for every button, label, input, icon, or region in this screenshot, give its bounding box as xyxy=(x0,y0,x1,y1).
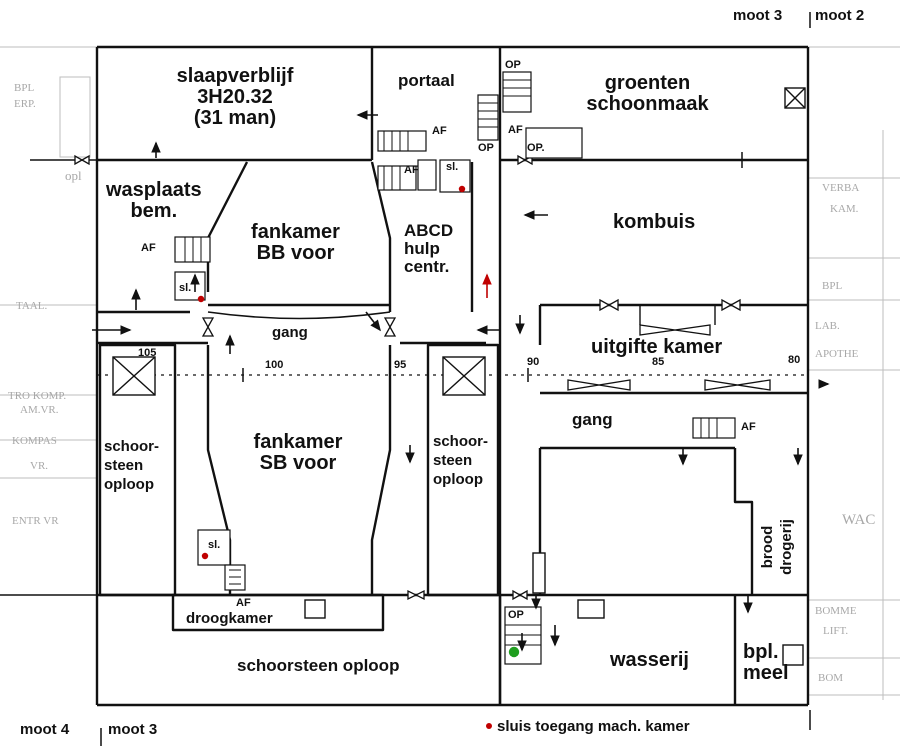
frame-80: 80 xyxy=(788,354,801,366)
room-wasplaats-line2: bem. xyxy=(130,200,178,222)
af-label: AF xyxy=(404,164,419,176)
valves xyxy=(74,154,771,601)
room-fankamer-sb-voor: fankamer SB voor xyxy=(238,432,358,474)
room-groenten-line1: groenten xyxy=(604,72,691,94)
faint-label: KOMPAS xyxy=(12,435,57,447)
corridor-gang-top: gang xyxy=(272,324,308,341)
room-fankamer-bb-line1: fankamer xyxy=(251,221,340,243)
room-brood-drogerij: brood drogerij xyxy=(758,492,796,602)
ventilation-lines xyxy=(0,159,808,596)
room-abcd-line2: hulp xyxy=(404,238,440,258)
frame-95: 95 xyxy=(394,359,407,371)
op-label: OP xyxy=(478,142,494,154)
frame-100: 100 xyxy=(265,359,284,371)
room-fankamer-bb-line2: BB voor xyxy=(256,242,335,264)
room-abcd-hulp-centr: ABCD hulp centr. xyxy=(404,222,453,276)
frame-85: 85 xyxy=(652,356,665,368)
shafts xyxy=(112,87,806,666)
af-label: AF xyxy=(508,124,523,136)
faint-label: WAC xyxy=(842,512,876,528)
corridor-gang-right: gang xyxy=(572,410,613,429)
faint-label: VERBA xyxy=(822,182,860,194)
sl-label: sl. xyxy=(208,539,221,551)
faint-label: APOTHE xyxy=(815,348,859,360)
room-portaal: portaal xyxy=(398,71,455,90)
room-fankamer-bb-voor: fankamer BB voor xyxy=(238,222,353,264)
op-label: OP xyxy=(505,59,521,71)
room-bpl-meel: bpl. meel xyxy=(743,642,789,684)
room-abcd-line1: ABCD xyxy=(404,221,454,240)
room-schoorsteen-oploop-bottom: schoorsteen oploop xyxy=(237,656,400,675)
room-brood-line1: brood xyxy=(759,525,776,569)
room-slaapverblijf-line1: slaapverblijf xyxy=(176,65,294,87)
room-wasplaats-line1: wasplaats xyxy=(106,179,202,201)
room-schoorsteen-left-line3: oploop xyxy=(104,476,154,493)
faint-label: BPL xyxy=(14,82,35,94)
room-slaapverblijf-line3: (31 man) xyxy=(193,107,277,129)
legend-text: sluis toegang mach. kamer xyxy=(497,718,690,735)
room-bpl-meel-line1: bpl. xyxy=(743,641,779,663)
moot-label-bottom-left-b: moot 3 xyxy=(108,721,158,738)
room-brood-line2: drogerij xyxy=(778,519,795,575)
moot-label-bottom-left: moot 4 xyxy=(20,721,70,738)
frame-ticks xyxy=(100,12,811,746)
moot-label-top-right: moot 3 xyxy=(733,7,783,24)
sluis-dots xyxy=(197,185,520,658)
gang-curve xyxy=(207,311,391,320)
af-label: AF xyxy=(741,421,756,433)
room-schoorsteen-mid: schoor- steen oploop xyxy=(433,432,488,489)
room-uitgifte-kamer: uitgifte kamer xyxy=(591,336,723,358)
sl-label: sl. xyxy=(446,161,459,173)
room-wasserij: wasserij xyxy=(610,649,689,671)
op-label: OP xyxy=(508,609,524,621)
room-fankamer-sb-line1: fankamer xyxy=(253,431,343,453)
sl-label: sl. xyxy=(179,282,192,294)
room-slaapverblijf-line2: 3H20.32 xyxy=(197,86,273,108)
faint-label: KAM. xyxy=(830,203,859,215)
room-schoorsteen-left: schoor- steen oploop xyxy=(104,437,159,494)
faint-label: BOM xyxy=(818,672,844,684)
op-label: OP. xyxy=(527,142,545,154)
flow-arrows xyxy=(92,110,830,652)
room-groenten-schoonmaak: groenten schoonmaak xyxy=(585,73,710,115)
legend-dot-icon xyxy=(486,723,492,730)
room-kombuis: kombuis xyxy=(613,211,696,233)
faint-label: TRO KOMP. xyxy=(8,390,67,402)
stairs xyxy=(174,71,736,665)
faint-label: VR. xyxy=(30,460,49,472)
faint-label: BOMME xyxy=(815,605,857,617)
room-groenten-line2: schoonmaak xyxy=(586,93,709,115)
room-abcd-line3: centr. xyxy=(404,256,450,276)
room-slaapverblijf: slaapverblijf 3H20.32 (31 man) xyxy=(160,66,310,129)
room-fankamer-sb-line2: SB voor xyxy=(259,452,337,474)
room-bpl-meel-line2: meel xyxy=(743,662,789,684)
af-label: AF xyxy=(236,597,251,609)
faint-label: LIFT. xyxy=(823,625,849,637)
room-schoorsteen-mid-line1: schoor- xyxy=(433,433,489,450)
faint-background-lines xyxy=(0,46,900,700)
faint-label: BPL xyxy=(822,280,843,292)
room-schoorsteen-left-line1: schoor- xyxy=(104,438,160,455)
room-schoorsteen-mid-line3: oploop xyxy=(433,471,483,488)
frame-105: 105 xyxy=(138,347,157,359)
faint-label: TAAL. xyxy=(16,300,48,312)
faint-label: AM.VR. xyxy=(20,404,59,416)
opl-label: opl xyxy=(65,168,82,183)
af-label: AF xyxy=(141,242,156,254)
room-wasplaats: wasplaats bem. xyxy=(106,180,202,222)
room-schoorsteen-left-line2: steen xyxy=(104,457,144,474)
af-label: AF xyxy=(432,125,447,137)
room-schoorsteen-mid-line2: steen xyxy=(433,452,473,469)
faint-label: ERP. xyxy=(14,98,36,110)
faint-label: LAB. xyxy=(815,320,840,332)
moot-label-top-right-b: moot 2 xyxy=(815,7,865,24)
legend: sluis toegang mach. kamer xyxy=(486,719,690,735)
room-droogkamer: droogkamer xyxy=(186,610,273,627)
faint-label: ENTR VR xyxy=(12,515,59,527)
frame-90: 90 xyxy=(527,356,540,368)
